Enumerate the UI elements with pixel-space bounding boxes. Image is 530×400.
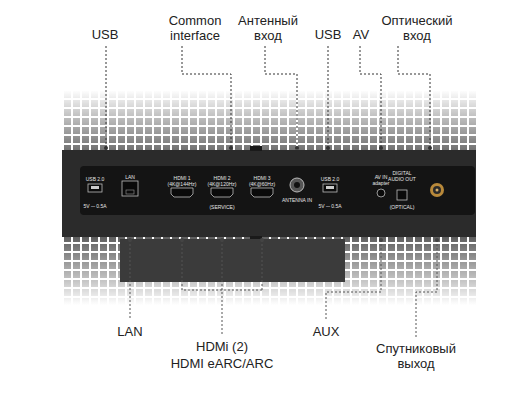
callout-label: HDMI eARC/ARC xyxy=(152,356,292,371)
label-slot: AUX xyxy=(301,324,351,339)
label-slot: USB xyxy=(80,27,130,42)
callout-label: USB xyxy=(80,27,130,42)
callout-label: Оптический вход xyxy=(375,13,459,43)
label-slot: Common interface xyxy=(150,13,240,43)
port-label: (SERVICE) xyxy=(206,204,238,210)
port-label: HDMI 3 (4K@60Hz) xyxy=(247,175,277,187)
label-slot: AV xyxy=(346,27,376,42)
label-slot: DIGITAL AUDIO OUT xyxy=(387,170,417,182)
callout-label: AUX xyxy=(301,324,351,339)
port-label: HDMI 2 (4K@120Hz) xyxy=(207,175,237,187)
callout-label: LAN xyxy=(105,324,155,339)
callout-label: Антенный вход xyxy=(228,13,308,43)
label-slot: LAN xyxy=(105,324,155,339)
label-slot: HDMI eARC/ARC xyxy=(152,356,292,371)
label-slot: LAN xyxy=(118,174,142,180)
label-slot: 5V ⎓ 0.5A xyxy=(79,203,111,209)
label-slot: (OPTICAL) xyxy=(387,204,417,210)
port-label: 5V ⎓ 0.5A xyxy=(79,203,111,209)
port-label: 5V ⎓ 0.5A xyxy=(314,203,346,209)
label-slot: USB 2.0 xyxy=(82,176,108,182)
callout-label: Спутниковый выход xyxy=(366,341,466,371)
port-label: USB 2.0 xyxy=(82,176,108,182)
label-slot: (SERVICE) xyxy=(206,204,238,210)
port-label: HDMI 1 (4K@144Hz) xyxy=(167,175,197,187)
label-slot: Спутниковый выход xyxy=(366,341,466,371)
label-slot: HDMi (2) xyxy=(172,339,272,354)
label-slot: Оптический вход xyxy=(375,13,459,43)
callout-label: Common interface xyxy=(150,13,240,43)
label-slot: HDMI 3 (4K@60Hz) xyxy=(247,175,277,187)
label-slot: USB xyxy=(308,27,348,42)
callout-label: AV xyxy=(346,27,376,42)
callout-label: HDMi (2) xyxy=(172,339,272,354)
port-label: ANTENNA IN xyxy=(280,197,314,203)
port-label: (OPTICAL) xyxy=(387,204,417,210)
label-slot: Антенный вход xyxy=(228,13,308,43)
label-slot: ANTENNA IN xyxy=(280,197,314,203)
port-label: DIGITAL AUDIO OUT xyxy=(387,170,417,182)
port-label: USB 2.0 xyxy=(317,176,343,182)
label-slot: 5V ⎓ 0.5A xyxy=(314,203,346,209)
label-slot: HDMI 2 (4K@120Hz) xyxy=(207,175,237,187)
port-label: LAN xyxy=(118,174,142,180)
label-slot: HDMI 1 (4K@144Hz) xyxy=(167,175,197,187)
label-slot: USB 2.0 xyxy=(317,176,343,182)
callout-label: USB xyxy=(308,27,348,42)
